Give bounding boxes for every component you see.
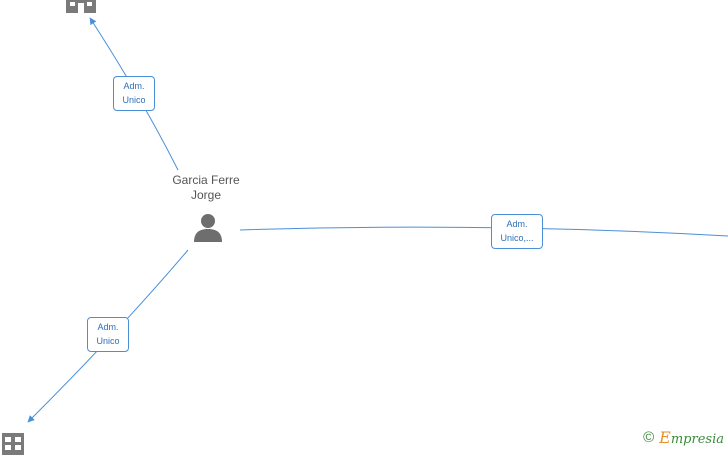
edge-label-top-line1: Adm. [123,81,145,91]
footer-brand[interactable]: © Empresia [643,428,724,447]
person-node[interactable] [192,212,224,244]
copyright-icon: © [643,429,655,446]
edge-label-right-line2: Unico,... [500,233,534,243]
edge-line-right [239,226,728,237]
person-name-line2: Jorge [190,188,222,202]
brand-logo: Empresia [659,428,724,447]
edge-label-top[interactable]: Adm. Unico [113,76,155,111]
edge-label-right-line1: Adm. [506,219,528,229]
edge-label-right[interactable]: Adm. Unico,... [491,214,543,249]
person-icon [194,214,222,242]
brand-name-rest: mpresia [670,432,724,447]
relationship-edges [27,17,728,423]
building-icon [66,0,96,13]
edge-label-bottom-line2: Unico [96,336,120,346]
building-icon [2,433,24,455]
edge-label-top-line2: Unico [122,95,146,105]
company-node-top[interactable] [66,0,96,13]
company-node-bottom[interactable] [2,433,28,455]
brand-initial: E [659,428,671,447]
person-name-line1: Garcia Ferre [172,173,240,187]
edge-label-bottom[interactable]: Adm. Unico [87,317,129,352]
person-name[interactable]: Garcia Ferre Jorge [150,173,262,203]
edge-label-bottom-line1: Adm. [97,322,119,332]
